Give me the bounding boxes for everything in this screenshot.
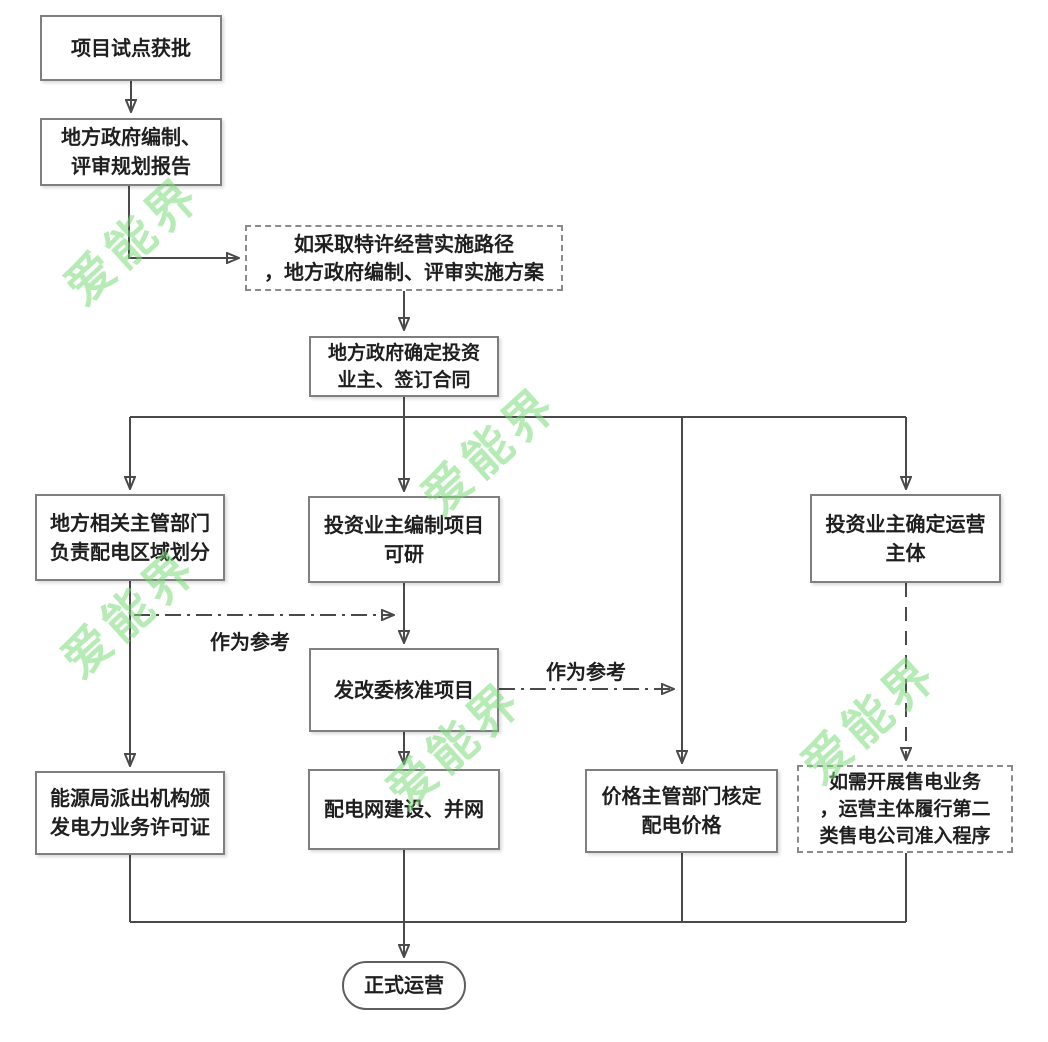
node-local-gov-planning-report: 地方政府编制、 评审规划报告: [40, 118, 222, 186]
edge-planning-franchise: [128, 186, 239, 258]
edge-label-as-reference-left: 作为参考: [210, 630, 290, 654]
node-power-business-license: 能源局派出机构颁 发电力业务许可证: [35, 771, 225, 855]
node-retail-company-admission: 如需开展售电业务 ，运营主体履行第二 类售电公司准入程序: [797, 765, 1013, 853]
node-investor-determine-operator: 投资业主确定运营 主体: [810, 494, 1001, 583]
node-investor-feasibility-study: 投资业主编制项目 可研: [308, 496, 500, 583]
node-determine-investor-sign-contract: 地方政府确定投资 业主、签订合同: [309, 336, 499, 397]
node-formal-operation: 正式运营: [342, 961, 466, 1010]
node-distribution-area-zoning: 地方相关主管部门 负责配电区域划分: [35, 494, 225, 581]
node-project-pilot-approved: 项目试点获批: [40, 15, 222, 81]
node-pricing-authority-tariff: 价格主管部门核定 配电价格: [585, 769, 778, 853]
node-ndrc-project-approval: 发改委核准项目: [309, 648, 499, 732]
edge-label-as-reference-right: 作为参考: [546, 660, 626, 684]
node-franchise-implementation-plan: 如采取特许经营实施路径 ，地方政府编制、评审实施方案: [245, 225, 563, 291]
node-grid-construction-connection: 配电网建设、并网: [308, 769, 500, 850]
